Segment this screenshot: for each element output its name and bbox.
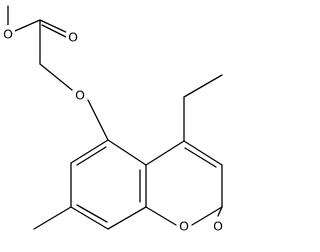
bond-ether-o-ring xyxy=(87,99,109,141)
bond-ethyl-ch2-ch3 xyxy=(183,74,223,98)
atom-ether-o: O xyxy=(75,88,85,103)
bond-c7-c8 xyxy=(70,206,109,230)
bond-c5-c6-inner xyxy=(76,146,107,166)
pyranone-ring xyxy=(145,74,223,226)
molecule-structure: O O O O O xyxy=(1,5,225,234)
bond-c7-c8-inner xyxy=(76,204,108,223)
bond-c4-c3-inner xyxy=(184,147,217,168)
bond-c4-c3 xyxy=(183,140,223,166)
lactone-carbonyl-bond xyxy=(217,206,223,217)
atom-labels: O O O O O xyxy=(1,25,225,234)
bond-c2-ring-o xyxy=(191,206,223,226)
ester-side-chain xyxy=(7,5,109,141)
atom-ring-o: O xyxy=(179,219,189,234)
atom-lactone-carbonyl-o: O xyxy=(213,219,223,234)
atom-ester-methoxy-o: O xyxy=(3,27,13,42)
bond-c5-c4a xyxy=(107,139,147,166)
bond-ring-o-c8a xyxy=(145,206,177,226)
bond-c4a-c4 xyxy=(145,140,185,166)
bond-carbonyl-double-b xyxy=(41,24,71,40)
bond-lactone-double-a xyxy=(217,206,223,217)
bond-carbonyl-double-a xyxy=(39,19,71,35)
atom-carbonyl-o: O xyxy=(68,30,78,45)
bond-c5-c6 xyxy=(70,139,109,164)
bond-c8-c8a xyxy=(107,206,147,230)
benzene-ring xyxy=(33,139,147,230)
bond-ch2-ether-o xyxy=(39,63,73,91)
bond-c7-methyl xyxy=(33,206,72,230)
